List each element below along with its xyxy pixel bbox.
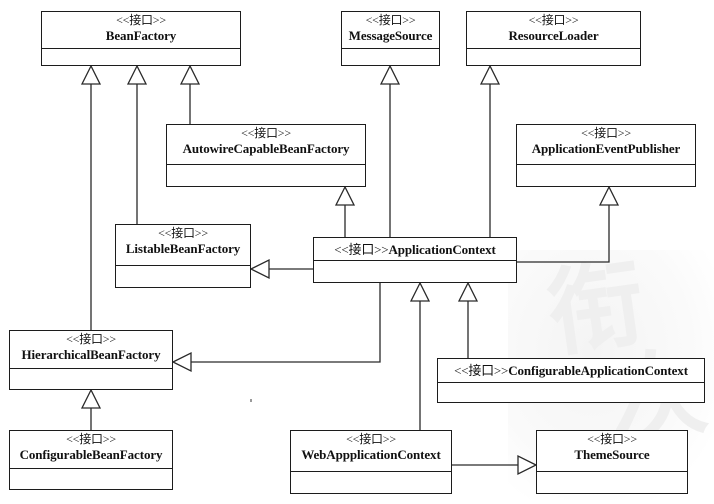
class-header-resource-loader: <<接口>> ResourceLoader <box>467 12 640 49</box>
class-box-theme-source[interactable]: <<接口>> ThemeSource <box>536 430 688 494</box>
class-body-bean-factory <box>42 49 240 65</box>
class-name-label: HierarchicalBeanFactory <box>21 347 161 362</box>
class-body-application-context <box>314 261 516 282</box>
edge-appctx-to-listable <box>249 258 313 280</box>
class-header-application-context: <<接口>>ApplicationContext <box>314 238 516 261</box>
edge-appctx-to-autowire <box>334 185 356 237</box>
class-header-message-source: <<接口>> MessageSource <box>342 12 439 49</box>
class-box-hierarchical-bean-factory[interactable]: <<接口>> HierarchicalBeanFactory <box>9 330 173 390</box>
stereotype-label: <<接口>> <box>454 363 509 378</box>
class-name-label: ListableBeanFactory <box>125 241 241 256</box>
class-name-label: BeanFactory <box>105 28 177 43</box>
class-name-label: MessageSource <box>348 28 433 43</box>
class-header-hierarchical-bean-factory: <<接口>> HierarchicalBeanFactory <box>10 331 172 369</box>
class-name-label: WebAppplicationContext <box>301 447 441 462</box>
class-box-configurable-bean-factory[interactable]: <<接口>> ConfigurableBeanFactory <box>9 430 173 490</box>
edge-listable-to-beanfactory <box>126 64 148 224</box>
class-body-resource-loader <box>467 49 640 65</box>
stereotype-label: <<接口>> <box>587 432 637 446</box>
class-body-listable-bean-factory <box>116 266 250 287</box>
class-body-autowire-capable-bean-factory <box>167 165 365 186</box>
class-body-configurable-bean-factory <box>10 469 172 489</box>
stereotype-label: <<接口>> <box>241 126 291 140</box>
class-body-hierarchical-bean-factory <box>10 369 172 389</box>
class-box-message-source[interactable]: <<接口>> MessageSource <box>341 11 440 66</box>
class-name-label: ApplicationContext <box>388 241 496 257</box>
class-name-label: ApplicationEventPublisher <box>531 141 681 156</box>
class-box-autowire-capable-bean-factory[interactable]: <<接口>> AutowireCapableBeanFactory <box>166 124 366 187</box>
class-name-label: ConfigurableBeanFactory <box>19 447 163 462</box>
stereotype-label: <<接口>> <box>116 13 166 27</box>
class-header-web-application-context: <<接口>> WebAppplicationContext <box>291 431 451 472</box>
class-body-message-source <box>342 49 439 65</box>
stereotype-label: <<接口>> <box>528 13 579 27</box>
edge-autowire-to-beanfactory <box>179 64 201 124</box>
edge-hierarchical-to-beanfactory <box>80 64 102 330</box>
class-box-configurable-application-context[interactable]: <<接口>>ConfigurableApplicationContext <box>437 358 705 403</box>
class-body-theme-source <box>537 472 687 493</box>
stereotype-label: <<接口>> <box>158 226 208 240</box>
class-body-web-application-context <box>291 472 451 493</box>
class-name-label: ResourceLoader <box>508 28 599 43</box>
stereotype-label: <<接口>> <box>66 432 116 446</box>
class-header-application-event-publisher: <<接口>> ApplicationEventPublisher <box>517 125 695 165</box>
class-box-application-context[interactable]: <<接口>>ApplicationContext <box>313 237 517 283</box>
stereotype-label: <<接口>> <box>365 13 416 27</box>
class-header-configurable-application-context: <<接口>>ConfigurableApplicationContext <box>438 359 704 383</box>
class-name-label: AutowireCapableBeanFactory <box>182 141 350 156</box>
stereotype-label: <<接口>> <box>334 241 389 257</box>
class-body-application-event-publisher <box>517 165 695 186</box>
edge-appctx-to-messagesource <box>379 64 401 237</box>
class-box-web-application-context[interactable]: <<接口>> WebAppplicationContext <box>290 430 452 494</box>
class-body-configurable-application-context <box>438 383 704 402</box>
stereotype-label: <<接口>> <box>346 432 396 446</box>
scan-speck <box>250 399 252 402</box>
edge-appctx-to-hierarchical <box>171 283 381 373</box>
class-header-theme-source: <<接口>> ThemeSource <box>537 431 687 472</box>
edge-appctx-to-resourceloader <box>479 64 501 237</box>
class-header-autowire-capable-bean-factory: <<接口>> AutowireCapableBeanFactory <box>167 125 365 165</box>
edge-configurablectx-to-appctx <box>457 281 479 358</box>
class-header-configurable-bean-factory: <<接口>> ConfigurableBeanFactory <box>10 431 172 469</box>
class-box-bean-factory[interactable]: <<接口>> BeanFactory <box>41 11 241 66</box>
class-header-listable-bean-factory: <<接口>> ListableBeanFactory <box>116 225 250 266</box>
class-name-label: ConfigurableApplicationContext <box>508 363 688 378</box>
edge-webctx-to-appctx <box>409 281 431 430</box>
edge-webctx-to-themesource <box>452 454 538 476</box>
stereotype-label: <<接口>> <box>581 126 631 140</box>
class-box-application-event-publisher[interactable]: <<接口>> ApplicationEventPublisher <box>516 124 696 187</box>
class-name-label: ThemeSource <box>574 447 650 462</box>
stereotype-label: <<接口>> <box>66 332 116 346</box>
edge-appctx-to-eventpublisher <box>517 185 620 263</box>
class-box-resource-loader[interactable]: <<接口>> ResourceLoader <box>466 11 641 66</box>
edge-configurablebf-to-hierarchical <box>80 388 102 430</box>
class-box-listable-bean-factory[interactable]: <<接口>> ListableBeanFactory <box>115 224 251 288</box>
class-header-bean-factory: <<接口>> BeanFactory <box>42 12 240 49</box>
